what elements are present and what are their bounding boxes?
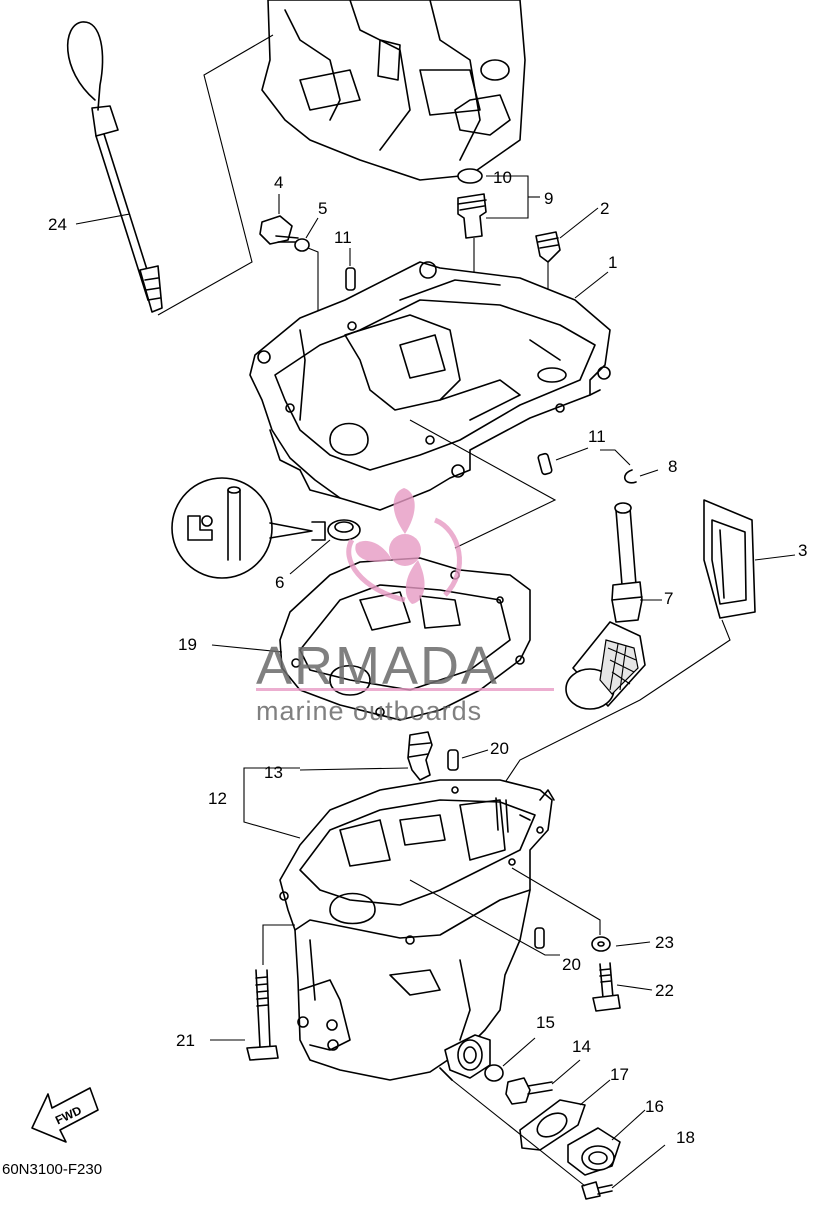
callout-labels: 1 2 3 4 5 6 7 8 9 10 11 11 12 13 14 15 1… bbox=[48, 168, 807, 1147]
dowel-pin-11-right bbox=[537, 452, 553, 476]
washer-5 bbox=[294, 238, 310, 252]
callout-11-right: 11 bbox=[588, 427, 606, 446]
callout-2: 2 bbox=[600, 199, 609, 218]
oil-strainer-7 bbox=[565, 502, 662, 710]
callout-1: 1 bbox=[608, 253, 617, 272]
oil-seal-detail bbox=[171, 477, 313, 579]
callout-20-bottom: 20 bbox=[562, 955, 581, 974]
callout-14: 14 bbox=[572, 1037, 591, 1056]
callout-23: 23 bbox=[655, 933, 674, 952]
callout-24: 24 bbox=[48, 215, 67, 234]
exhaust-guide-1 bbox=[249, 261, 611, 511]
callout-15: 15 bbox=[536, 1013, 555, 1032]
callout-22: 22 bbox=[655, 981, 674, 1000]
armada-propeller-logo-icon bbox=[346, 488, 462, 604]
callout-19: 19 bbox=[178, 635, 197, 654]
callout-17: 17 bbox=[610, 1065, 629, 1084]
circlip-8 bbox=[624, 469, 637, 484]
bolt-21 bbox=[210, 924, 295, 1061]
callout-9: 9 bbox=[544, 189, 553, 208]
diagram-code: 60N3100-F230 bbox=[2, 1161, 102, 1178]
callout-8: 8 bbox=[668, 457, 677, 476]
dowel-pin-11-top bbox=[345, 267, 356, 291]
cover-plate-3 bbox=[499, 499, 796, 791]
callout-13: 13 bbox=[264, 763, 283, 782]
watermark-title: ARMADA bbox=[256, 636, 499, 696]
dowel-pin-20-bottom bbox=[534, 927, 545, 949]
dipstick bbox=[66, 21, 163, 313]
callout-18: 18 bbox=[676, 1128, 695, 1147]
bolt-22 bbox=[592, 962, 621, 1012]
grease-nipple-13 bbox=[407, 731, 433, 781]
drain-plug-16 bbox=[567, 1109, 646, 1176]
washer-15 bbox=[484, 1064, 504, 1082]
callout-4: 4 bbox=[274, 173, 283, 192]
callout-5: 5 bbox=[318, 199, 327, 218]
gasket-17 bbox=[519, 1079, 611, 1151]
callout-7: 7 bbox=[664, 589, 673, 608]
bolt-4 bbox=[259, 215, 299, 245]
callout-3: 3 bbox=[798, 541, 807, 560]
callout-11-top: 11 bbox=[334, 228, 352, 247]
fwd-arrow-icon: FWD bbox=[31, 1087, 99, 1143]
dowel-pin-20-top bbox=[447, 749, 459, 771]
o-ring-10 bbox=[457, 168, 483, 184]
engine-block-fragment bbox=[261, 0, 526, 181]
upper-casing-12 bbox=[279, 779, 555, 1081]
callout-21: 21 bbox=[176, 1031, 195, 1050]
screw-18 bbox=[581, 1144, 666, 1200]
oil-seal-6 bbox=[311, 519, 361, 541]
callout-20-top: 20 bbox=[490, 739, 509, 758]
callout-12: 12 bbox=[208, 789, 227, 808]
washer-23 bbox=[591, 936, 611, 952]
callout-16: 16 bbox=[645, 1097, 664, 1116]
watermark-subtitle: marine outboards bbox=[256, 696, 482, 726]
armada-watermark: ARMADA marine outboards bbox=[256, 488, 554, 726]
bolt-14 bbox=[505, 1059, 581, 1105]
callout-6: 6 bbox=[275, 573, 284, 592]
callout-10: 10 bbox=[493, 168, 512, 187]
